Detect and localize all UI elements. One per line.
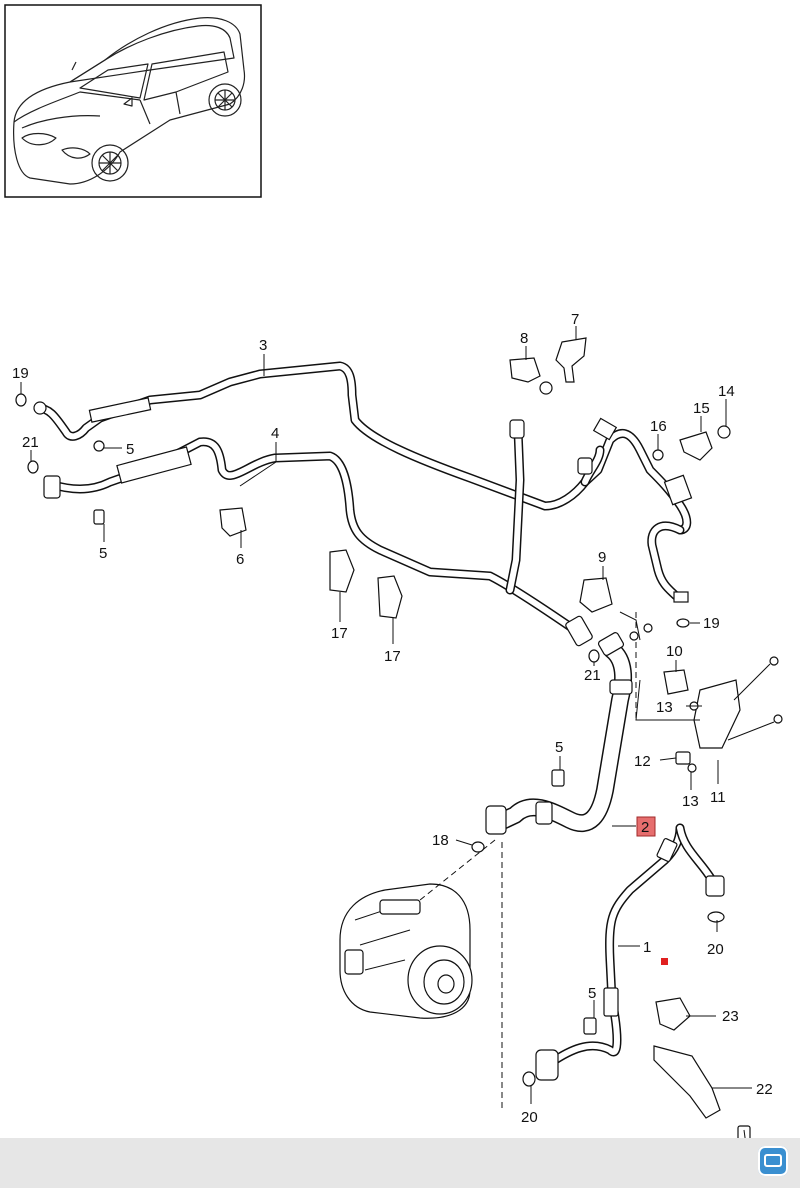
callout-2-highlight [636,816,656,837]
pipe-vertical[interactable] [505,419,605,595]
callout-21-center: 21 [584,667,601,684]
callout-13-upper: 13 [656,699,673,716]
callout-13-lower: 13 [682,793,699,810]
callout-17-right: 17 [384,648,401,665]
callout-11: 11 [710,789,726,806]
callout-20-right: 20 [707,941,724,958]
callout-5-center: 5 [555,739,563,756]
callout-5-upper: 5 [126,441,134,458]
callout-19-right: 19 [703,615,720,632]
callout-3: 3 [259,337,267,354]
callout-5-lower: 5 [588,985,596,1002]
callout-1: 1 [643,939,651,956]
callout-16: 16 [650,418,667,435]
callout-17-left: 17 [331,625,348,642]
callout-9: 9 [598,549,606,566]
small-parts[interactable] [15,337,783,1141]
leader-lines [20,326,775,1161]
callout-14: 14 [718,383,735,400]
footer-bar [0,1138,800,1188]
callout-12: 12 [634,753,651,770]
callout-21-left: 21 [22,434,39,451]
app-logo-icon[interactable] [758,1146,788,1176]
callout-6: 6 [236,551,244,568]
pipe-line-4[interactable] [43,437,593,647]
pipe-1[interactable] [535,823,725,1081]
callout-23: 23 [722,1008,739,1025]
marker-square [661,958,668,965]
callout-19-left: 19 [12,365,29,382]
callout-2: 2 [641,819,649,836]
pipe-line-3[interactable] [33,361,693,603]
callout-22: 22 [756,1081,773,1098]
callout-8: 8 [520,330,528,347]
alignment-lines [419,612,637,1110]
app-logo-icon-glyph [764,1154,782,1167]
callout-10: 10 [666,643,683,660]
callout-4: 4 [271,425,279,442]
ac-compressor[interactable] [339,883,473,1019]
callout-7: 7 [571,311,579,328]
vehicle-thumbnail[interactable] [4,4,262,198]
callout-15: 15 [693,400,710,417]
callout-labels: 3 7 8 19 14 15 16 21 5 4 5 6 9 19 17 17 … [12,311,773,1180]
hose-2[interactable] [485,632,633,835]
callout-20-left: 20 [521,1109,538,1126]
callout-18: 18 [432,832,449,849]
callout-5-left: 5 [99,545,107,562]
